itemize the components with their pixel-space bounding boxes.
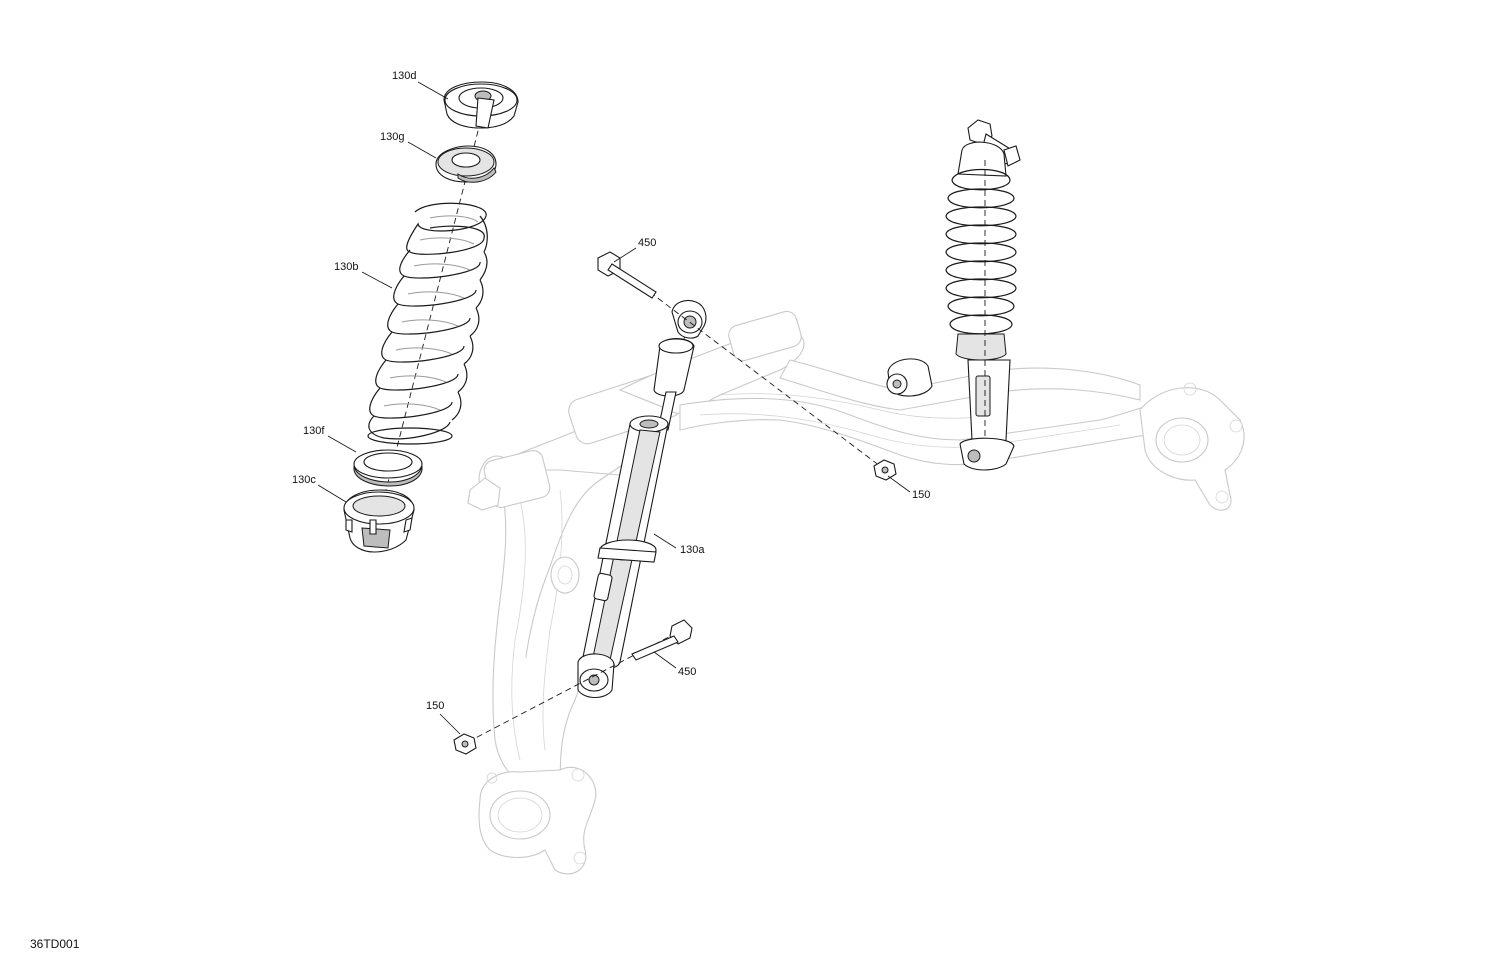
part-150-lower-nut: [453, 733, 477, 755]
spring-assembly-axis: [371, 91, 489, 546]
leader-lines: [317, 81, 911, 735]
callout-130a: 130a: [680, 544, 705, 556]
callout-150-upper: 150: [912, 489, 931, 501]
part-130a-shock-absorber: [577, 299, 707, 699]
part-150-upper-nut: [873, 459, 897, 481]
part-130c-adjuster: [343, 489, 415, 553]
callout-450-lower: 450: [678, 666, 697, 678]
callout-130b: 130b: [334, 261, 359, 273]
part-130g-washer: [435, 145, 497, 183]
part-450-upper-bolt: [597, 251, 657, 299]
callout-130d: 130d: [392, 70, 417, 82]
callout-450-upper: 450: [638, 237, 657, 249]
figure-id-label: 36TD001: [30, 937, 80, 951]
part-450-lower-bolt: [631, 619, 693, 661]
upper-a-arm-ghost: [618, 310, 1245, 511]
part-130d-cap: [443, 81, 519, 129]
assembled-shock-right: [886, 119, 1021, 471]
callout-130c: 130c: [292, 474, 316, 486]
callout-150-lower: 150: [426, 700, 445, 712]
part-130b-coil-spring: [367, 202, 488, 445]
upper-bolt-axis: [609, 261, 881, 467]
callout-130f: 130f: [303, 425, 325, 437]
callout-130g: 130g: [380, 131, 405, 143]
part-130f-washer: [353, 449, 423, 487]
